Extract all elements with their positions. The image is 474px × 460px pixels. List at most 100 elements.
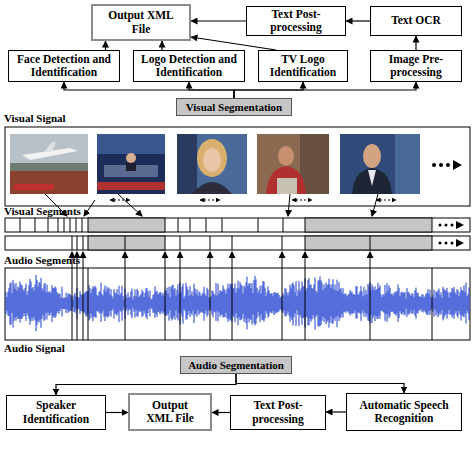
- process-box: Text Post-processing: [230, 395, 326, 430]
- signal-label: Audio Segments: [4, 254, 80, 266]
- video-frame: [192, 182, 232, 194]
- video-frame: [277, 178, 297, 194]
- process-box: Text Post-processing: [246, 6, 346, 36]
- process-box: Text OCR: [370, 6, 462, 36]
- continuation-mark: [432, 163, 436, 167]
- video-frame: [266, 166, 306, 194]
- video-frame: [97, 134, 165, 194]
- visual-segment-bar: [456, 221, 464, 229]
- continuation-mark: [453, 160, 462, 170]
- flow-arrow: [161, 41, 162, 50]
- continuation-mark: [432, 160, 462, 170]
- audio-leader-arrow: [165, 252, 166, 268]
- frame-leader-arrow: [45, 194, 378, 216]
- process-box: TV Logo Identification: [258, 50, 348, 82]
- process-box: Speaker Identification: [6, 395, 106, 430]
- video-frame: [257, 134, 329, 194]
- video-frame: [44, 142, 56, 152]
- video-frame: [10, 170, 88, 194]
- video-frame: [177, 134, 197, 194]
- visual-segment-bar: [451, 224, 454, 227]
- visual-segment-bar: [20, 218, 283, 232]
- flow-arrow: [106, 412, 128, 413]
- video-frame: [97, 134, 165, 154]
- flow-arrow: [56, 374, 236, 395]
- video-frame: [126, 153, 136, 163]
- audio-waveform: [6, 275, 469, 331]
- frame-leader-arrow: [288, 194, 290, 216]
- visual-segment-bar: [5, 218, 470, 232]
- segmentation-box: Audio Segmentation: [180, 356, 292, 374]
- audio-segment-bar: [5, 236, 470, 250]
- visual-segment-bar: [445, 224, 448, 227]
- audio-leader-arrow: [370, 252, 371, 268]
- box-text: Text OCR: [391, 14, 441, 27]
- continuation-mark: [446, 163, 450, 167]
- audio-leader-arrow: [232, 252, 233, 268]
- video-frame: [177, 134, 247, 194]
- frame-leader-arrow: [118, 194, 142, 216]
- box-text: Visual Segmentation: [186, 101, 282, 114]
- flow-arrow: [346, 20, 370, 21]
- box-text: Automatic Speech Recognition: [353, 399, 455, 425]
- audio-leader-arrow: [180, 252, 181, 268]
- flow-arrow: [234, 82, 303, 98]
- video-frame: [10, 134, 88, 194]
- video-frame: [257, 134, 329, 194]
- flow-arrow: [415, 36, 416, 50]
- audio-leader-arrow: [305, 252, 306, 268]
- video-frame: [340, 134, 420, 194]
- video-frame: [352, 168, 392, 194]
- video-frame: [340, 134, 420, 194]
- process-box: Face Detection and Identification: [8, 50, 120, 82]
- flow-arrow: [191, 20, 246, 21]
- box-text: Speaker Identification: [13, 399, 99, 425]
- video-frame: [278, 146, 294, 166]
- box-text: Output XML File: [140, 399, 200, 425]
- signal-label: Visual Signal: [4, 112, 66, 124]
- box-text: Logo Detection and Identification: [140, 53, 238, 79]
- flow-arrow: [191, 37, 276, 50]
- flow-arrow: [105, 41, 106, 50]
- signal-label: Visual Segments: [4, 205, 81, 217]
- box-text: Image Pre-processing: [377, 53, 455, 79]
- frame-gap-mark: [110, 200, 130, 201]
- audio-leader-arrow: [282, 252, 283, 268]
- output-box: Output XML File: [128, 393, 212, 431]
- flow-arrow: [212, 412, 230, 413]
- box-text: Output XML File: [103, 9, 179, 35]
- video-frame: [395, 134, 420, 194]
- video-frame: [10, 163, 88, 171]
- video-frame: [197, 139, 227, 177]
- frame-gap-mark: [200, 200, 220, 201]
- visual-segment-bar: [5, 218, 470, 232]
- audio-waveform: [6, 275, 469, 331]
- box-text: Text Post-processing: [253, 8, 339, 34]
- visual-segment-bar: [439, 224, 442, 227]
- audio-leader-arrow: [210, 252, 211, 268]
- video-frame: [126, 163, 136, 171]
- audio-segment-bar: [305, 236, 432, 250]
- audio-segment-bar: [445, 242, 448, 245]
- frame-gap-mark: [292, 200, 312, 201]
- flow-arrow: [189, 82, 234, 98]
- box-text: TV Logo Identification: [265, 53, 341, 79]
- video-frame: [203, 148, 221, 172]
- audio-segment-bar: [72, 236, 370, 250]
- frame-gap-mark: [110, 200, 396, 201]
- audio-leader-arrow: [125, 252, 126, 268]
- audio-signal-frame: [5, 268, 470, 340]
- audio-segment-bar: [88, 236, 165, 250]
- box-text: Audio Segmentation: [188, 359, 284, 372]
- video-frame: [177, 134, 247, 194]
- video-frame: [363, 144, 381, 168]
- box-text: Text Post-processing: [237, 399, 319, 425]
- audio-segment-bar: [451, 242, 454, 245]
- continuation-mark: [439, 163, 443, 167]
- flow-arrow: [64, 82, 234, 98]
- visual-signal-frame: [5, 127, 470, 206]
- video-frame: [10, 134, 88, 194]
- video-frame: [97, 134, 165, 194]
- frame-leader-arrow: [372, 194, 378, 216]
